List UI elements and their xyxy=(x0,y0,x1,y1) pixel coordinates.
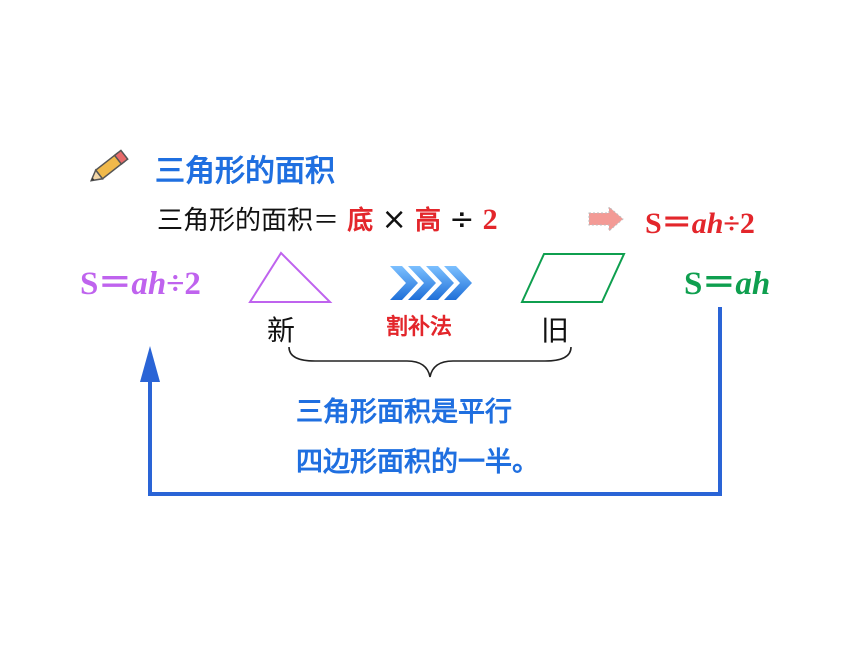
formula-ah: ah xyxy=(131,266,167,302)
area-formula-text: 三角形的面积＝ 底 × 高 ÷ 2 xyxy=(157,200,498,237)
formula-div: ÷ xyxy=(723,207,740,240)
formula-s-ah-green: S＝ah xyxy=(684,256,770,304)
note-line-2: 四边形面积的一半。 xyxy=(296,447,539,478)
label-old: 旧 xyxy=(541,314,570,347)
section-title: 三角形的面积 xyxy=(155,154,335,189)
note-line-1: 三角形面积是平行 xyxy=(296,397,512,428)
formula-s-ah-div-2-purple: S＝ah÷2 xyxy=(80,256,201,304)
chevron-arrows-icon xyxy=(390,266,472,300)
label-new: 新 xyxy=(267,314,296,347)
curly-brace xyxy=(288,346,572,378)
formula-s: S xyxy=(684,266,703,302)
formula-two: 2 xyxy=(184,266,201,302)
pencil-icon xyxy=(90,149,129,182)
right-arrow-icon xyxy=(588,205,624,233)
formula-s-ah-div-2-red: S＝ah÷2 xyxy=(645,198,755,242)
formula-times: × xyxy=(381,202,407,237)
formula-ah: ah xyxy=(735,266,771,302)
formula-eq: ＝ xyxy=(661,207,692,240)
formula-eq: ＝ xyxy=(98,266,132,302)
formula-two: 2 xyxy=(482,203,498,236)
formula-div: ÷ xyxy=(166,266,185,302)
formula-divide: ÷ xyxy=(449,202,475,237)
formula-s: S xyxy=(645,207,662,240)
parallelogram-shape xyxy=(520,253,626,303)
triangle-shape xyxy=(248,251,333,303)
formula-prefix: 三角形的面积 xyxy=(157,206,314,236)
formula-base: 底 xyxy=(347,206,374,236)
label-method: 割补法 xyxy=(386,315,453,340)
formula-height: 高 xyxy=(414,206,441,236)
formula-ah: ah xyxy=(691,207,724,240)
note-text: 三角形面积是平行 四边形面积的一半。 xyxy=(296,388,539,488)
formula-two: 2 xyxy=(739,207,755,240)
formula-equals: ＝ xyxy=(313,206,340,236)
formula-s: S xyxy=(80,266,99,302)
formula-eq: ＝ xyxy=(702,266,736,302)
